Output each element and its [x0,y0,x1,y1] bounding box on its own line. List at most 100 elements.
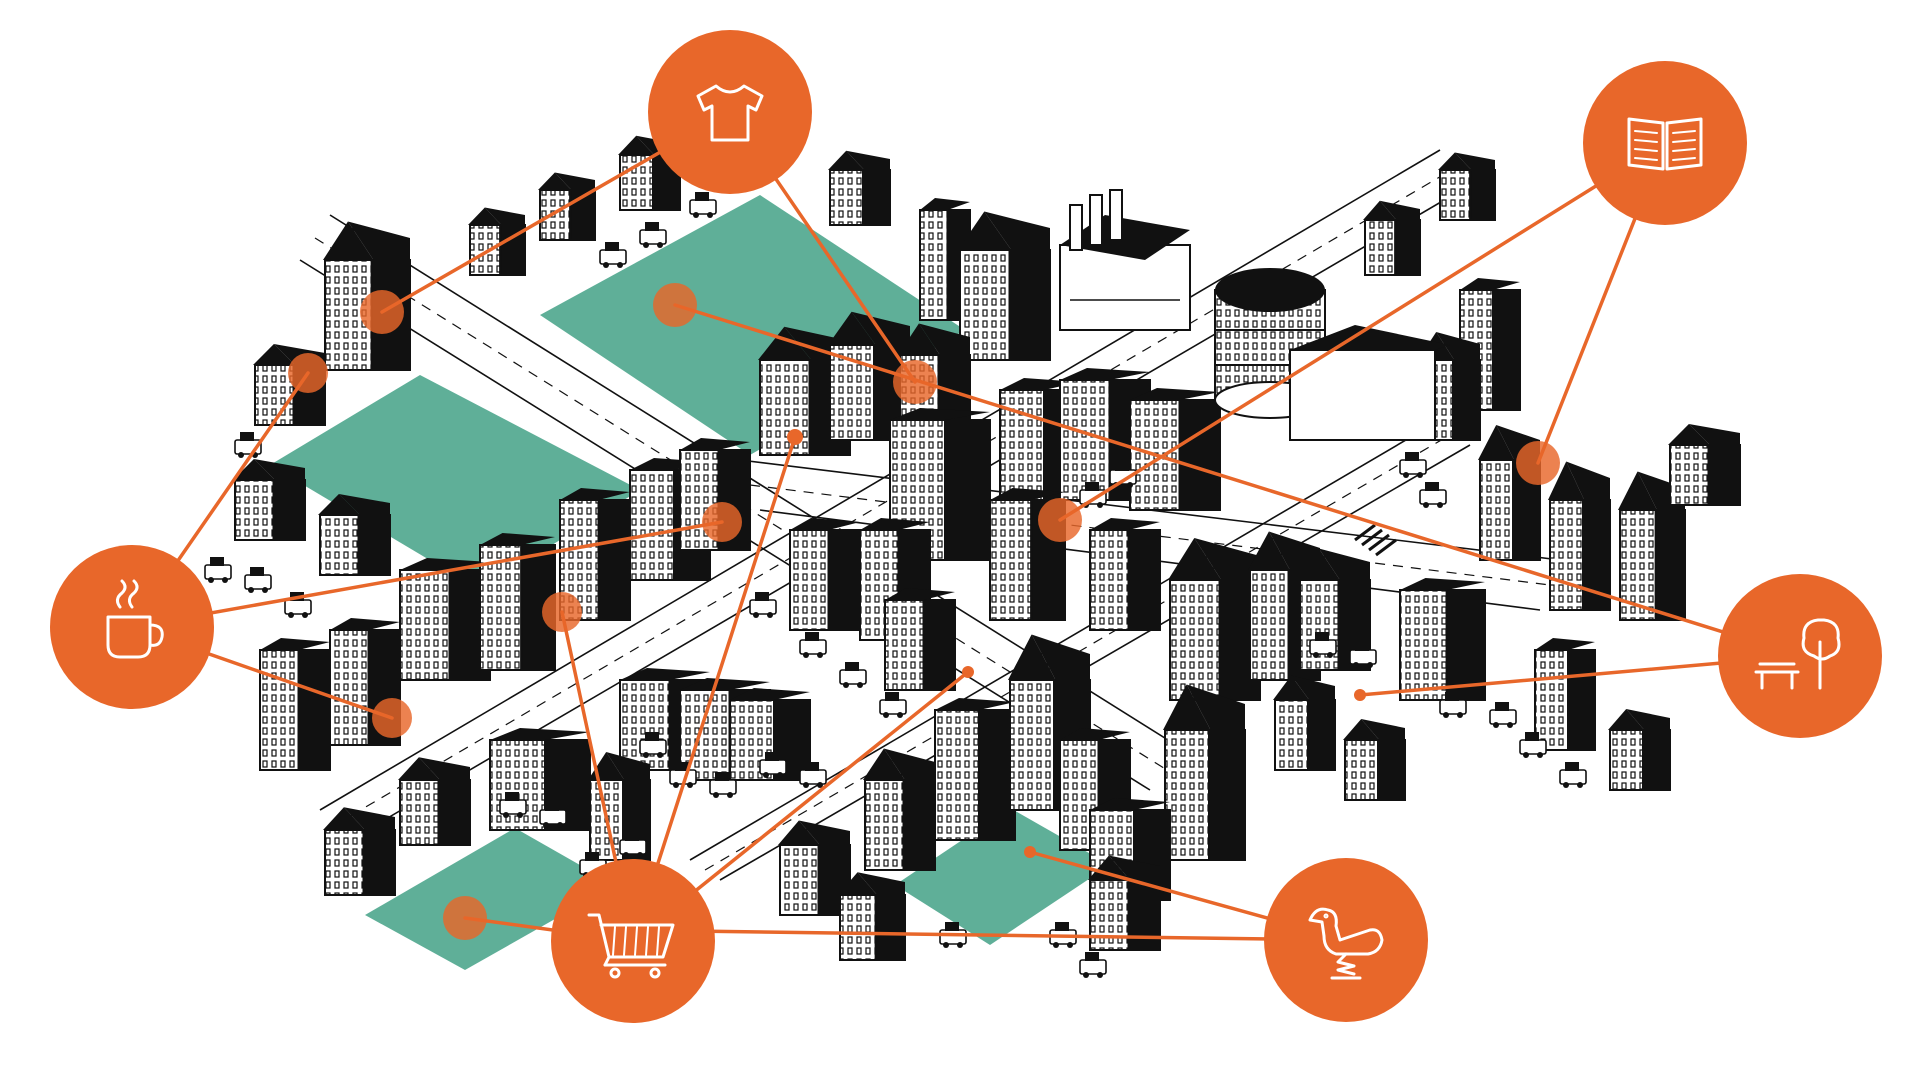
house [1438,152,1496,221]
car [799,762,827,788]
street-edge [719,444,1471,881]
connection-line-cafe [130,520,724,629]
tower [1534,638,1596,751]
hub-shopping [551,859,715,1023]
car [639,222,667,248]
hub-playground [1264,858,1428,1022]
car [689,192,717,218]
apartment-block [1089,518,1161,631]
connection-line-books [1058,141,1667,522]
car [619,832,647,858]
apartment-block [1399,578,1486,701]
car [1399,452,1427,478]
car [244,567,272,593]
car [759,752,787,778]
house [233,459,306,541]
car [639,732,667,758]
apartment-block [958,211,1051,361]
buildings [233,135,1741,961]
car [669,762,697,788]
green-space-south [895,808,1110,945]
site-marker [962,666,974,678]
car [599,242,627,268]
site-marker [1038,498,1082,542]
car [1439,692,1467,718]
site-marker [893,360,937,404]
house [1273,675,1336,771]
site-marker [443,896,487,940]
car [499,792,527,818]
house [468,207,526,276]
site-marker [787,429,803,445]
apartment-block [1168,538,1261,701]
site-marker [1354,689,1366,701]
factory-building [1059,189,1191,331]
hub-cafe [50,545,214,709]
house [1343,719,1406,801]
house [828,150,891,226]
green-space-west [270,375,640,590]
house [1608,709,1671,791]
crosswalk [1354,523,1397,557]
house [398,757,471,846]
site-marker [1516,441,1560,485]
connection-line-park [673,303,1802,658]
site-marker [288,353,328,393]
car [1489,702,1517,728]
apartment-block [1163,684,1246,861]
house [1668,424,1741,506]
connection-lines [130,110,1802,943]
t-shirt-icon [696,84,764,142]
house [323,807,396,896]
car [1109,462,1137,488]
site-marker [542,592,582,632]
hub-books [1583,61,1747,225]
site-marker [653,283,697,327]
car [1079,952,1107,978]
car [539,802,567,828]
car [1309,632,1337,658]
car [879,692,907,718]
house [863,748,936,871]
house [318,494,391,576]
site-markers [288,283,1560,940]
house [538,172,596,241]
shop [253,344,326,426]
street-edge [689,419,1441,861]
apartment-block [259,638,331,771]
apartment-block [789,518,861,631]
green-space-south-west [365,828,615,970]
site-marker [372,698,412,738]
apartment-block [1129,388,1221,511]
round-library-building [1214,268,1450,441]
car [799,632,827,658]
apartment-block [934,698,1016,841]
car [1349,642,1377,668]
house [838,872,906,961]
hub-park [1718,574,1882,738]
open-book-icon [1627,117,1703,171]
apartment-block [323,221,411,371]
connection-line-shopping [631,435,797,943]
car [1519,732,1547,758]
bench-tree-icon [1754,618,1841,690]
car [204,557,232,583]
house [1363,200,1421,276]
site-marker [702,502,742,542]
car [1559,762,1587,788]
connection-line-playground [613,928,1348,942]
car [709,772,737,798]
hub-icons [50,30,1882,1023]
apartment-block [884,588,956,691]
car [839,662,867,688]
car [749,592,777,618]
shopping-cart-icon [587,913,675,979]
site-marker [360,290,404,334]
site-marker [1024,846,1036,858]
apartment-block [889,408,991,561]
house [778,820,851,916]
hub-clothing [648,30,812,194]
car [1419,482,1447,508]
